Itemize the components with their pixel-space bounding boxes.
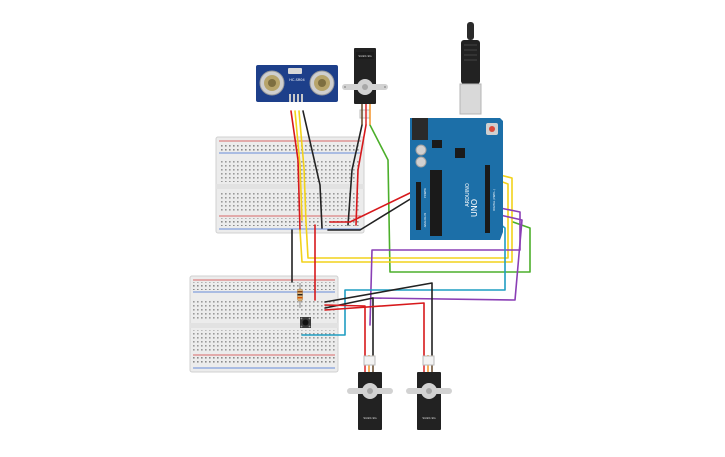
wire-sensor-echo[interactable] (298, 110, 307, 223)
wire-servo-right-vcc[interactable] (324, 302, 425, 356)
wire-echo-arduino[interactable] (305, 180, 509, 259)
ultrasonic-sensor[interactable]: HC-SR04 (256, 65, 338, 102)
wire-sensor-vcc[interactable] (290, 110, 301, 231)
arduino-analog-header: ANALOG IN (423, 213, 427, 227)
pushbutton[interactable] (300, 317, 311, 328)
wire-signal-purple-2[interactable] (371, 214, 523, 301)
servo-left[interactable]: SG90-9G (347, 355, 393, 430)
wire-servo-top-vcc[interactable] (355, 124, 367, 226)
wire-signal-cyan[interactable] (301, 223, 506, 336)
servo-right[interactable]: SG90-9G (406, 355, 452, 430)
wire-sensor-trig[interactable] (294, 110, 303, 221)
arduino-model: UNO (470, 199, 479, 217)
wire-sensor-gnd[interactable] (302, 110, 323, 229)
wire-servo-top-gnd[interactable] (347, 124, 363, 226)
arduino-brand: ARDUINO (465, 183, 471, 207)
wire-trig-arduino[interactable] (299, 174, 513, 263)
breadboard-upper[interactable] (215, 136, 365, 234)
sensor-label: HC-SR04 (289, 78, 305, 82)
servo-top[interactable]: SG90-9G (342, 48, 388, 125)
wire-servo-top-sig[interactable] (369, 124, 531, 273)
resistor[interactable] (297, 283, 303, 308)
servo-left-label: SG90-9G (363, 416, 377, 420)
servo-top-label: SG90-9G (358, 54, 372, 58)
wire-servo-left-vcc[interactable] (324, 304, 366, 356)
wire-servo-right-gnd[interactable] (324, 282, 433, 356)
arduino-power-header: POWER (423, 188, 427, 198)
arduino-uno[interactable]: ARDUINO UNO DIGITAL (PWM~) ANALOG IN POW… (410, 22, 503, 240)
wire-power-5v[interactable] (329, 191, 413, 223)
wire-power-gnd[interactable] (327, 197, 413, 231)
wires (290, 110, 531, 356)
servo-right-label: SG90-9G (422, 416, 436, 420)
arduino-digital-header: DIGITAL (PWM~) (492, 189, 496, 211)
